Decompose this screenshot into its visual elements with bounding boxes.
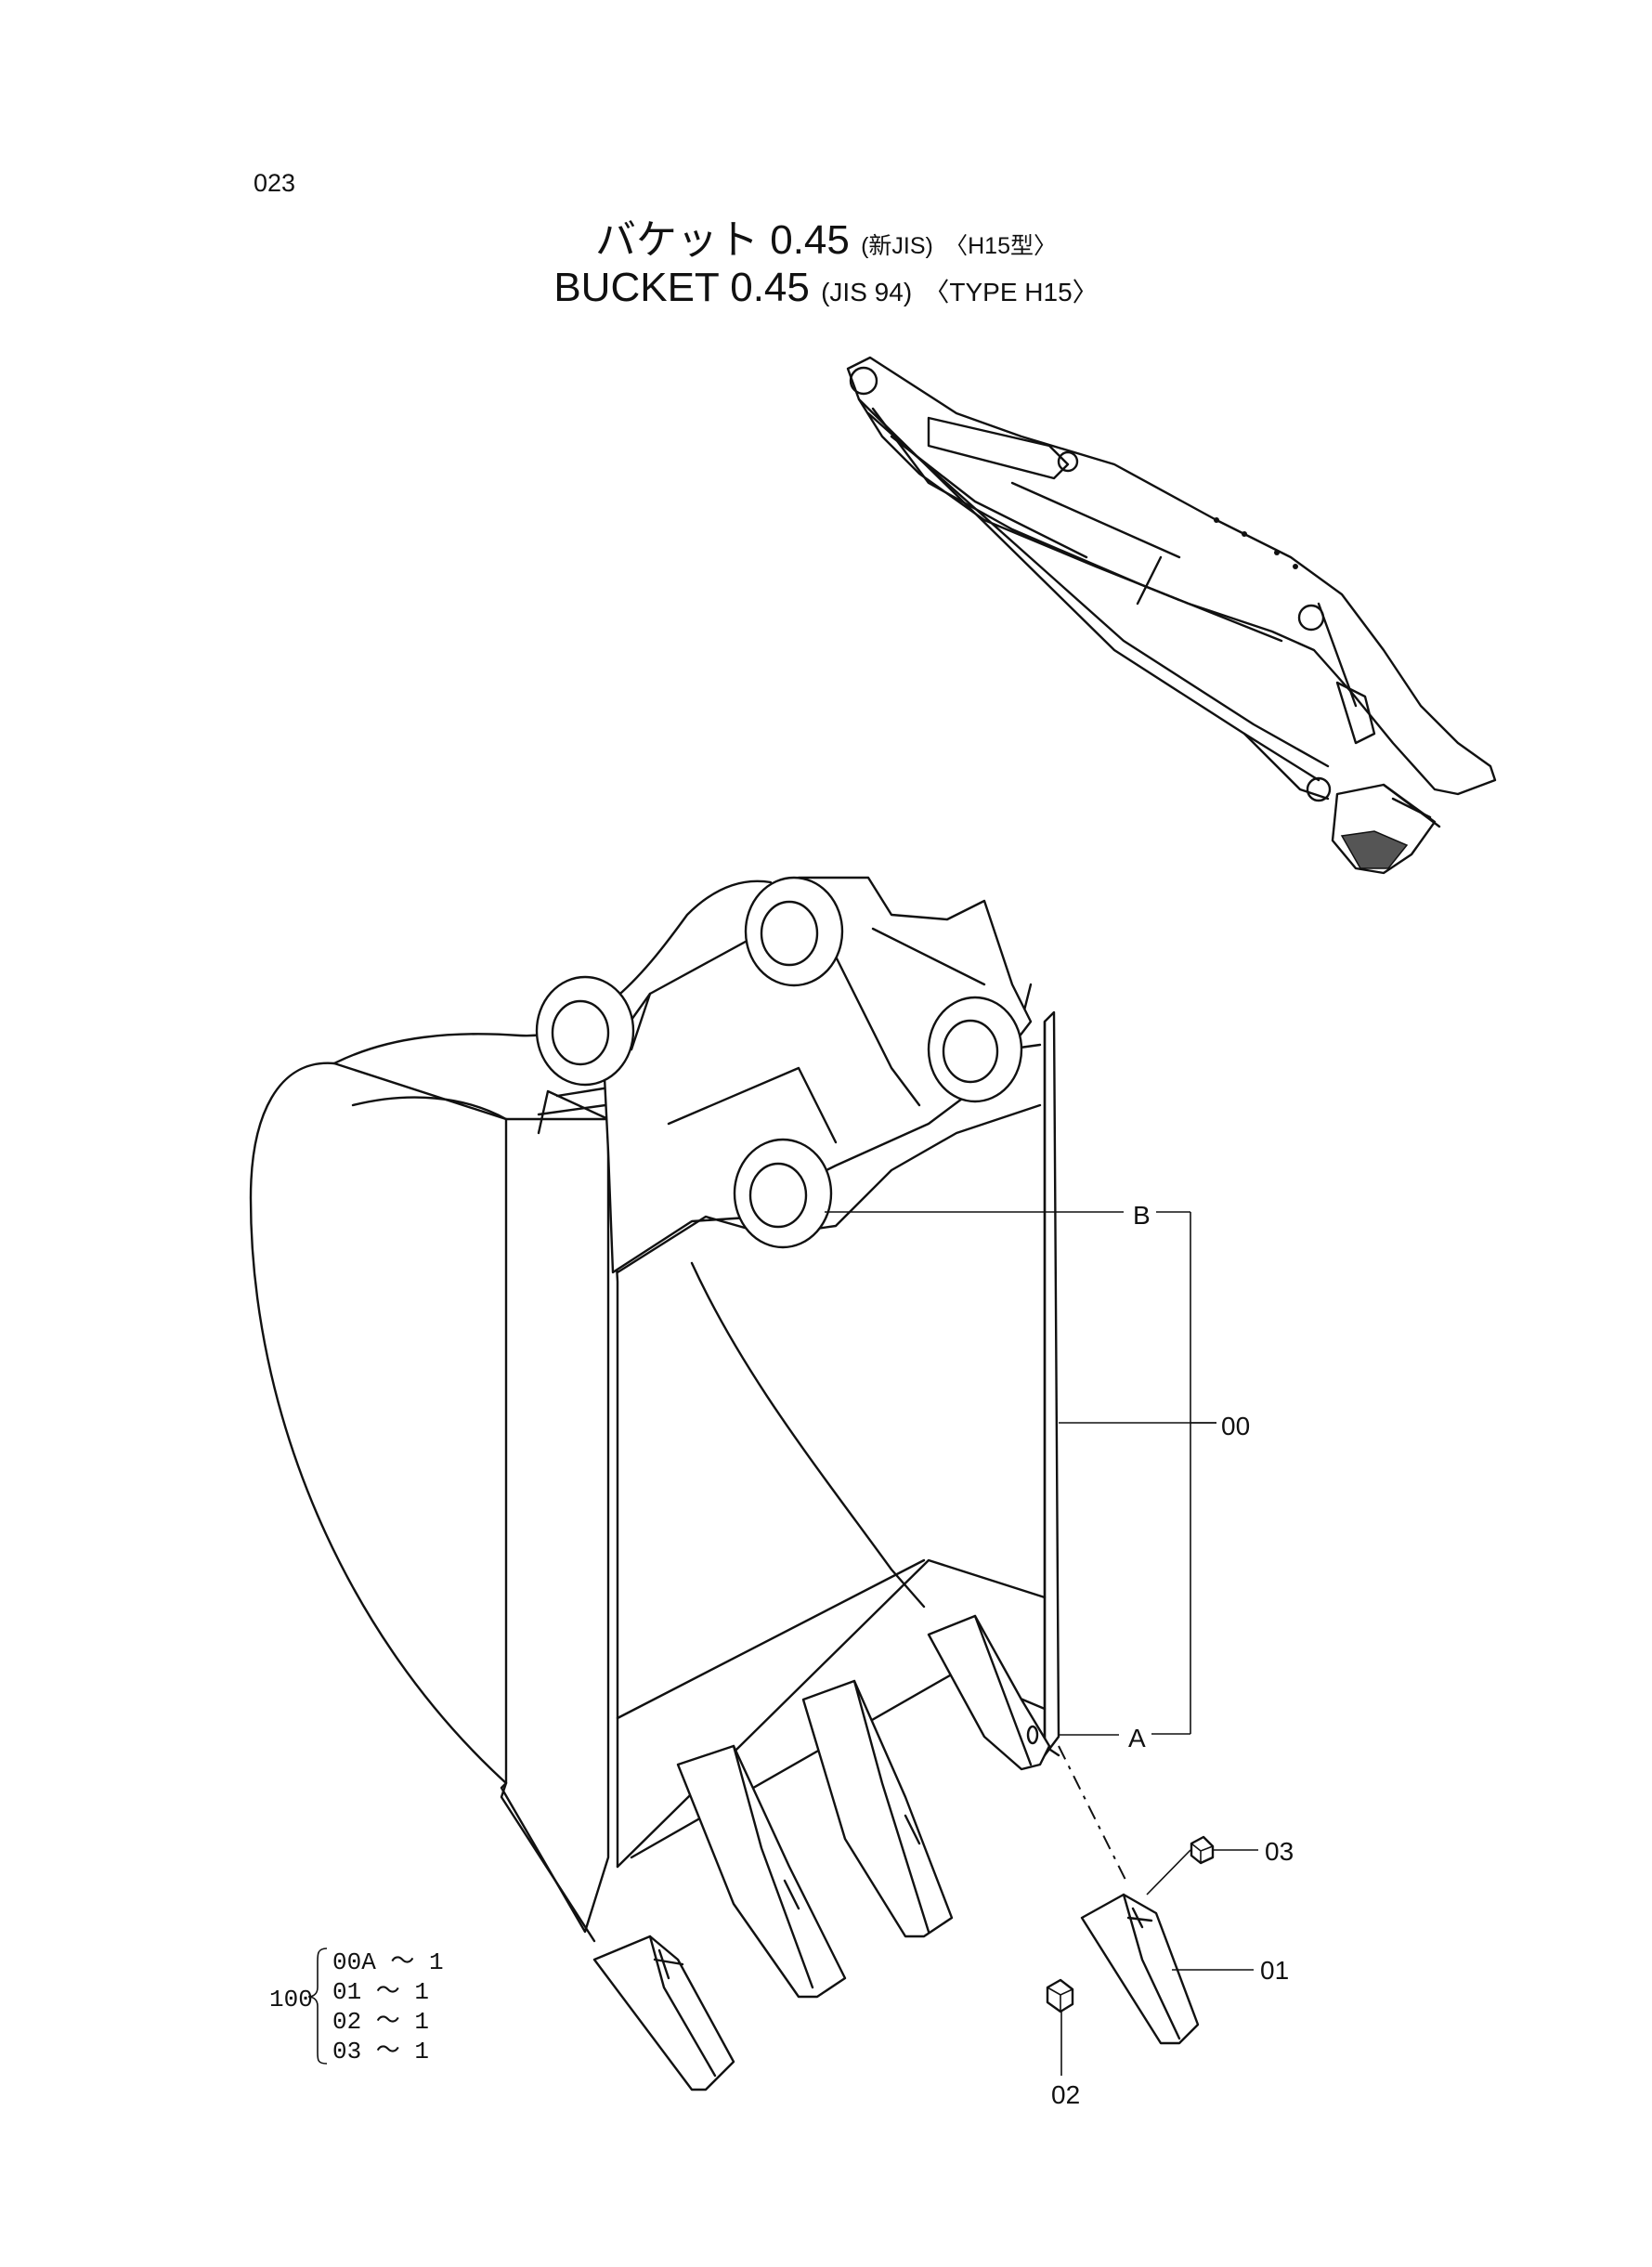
page-number: 023: [254, 169, 296, 197]
callout-02: 02: [1051, 2080, 1081, 2109]
lock-part: [1046, 1978, 1074, 2013]
callout-01: 01: [1260, 1956, 1290, 1985]
title-japanese-standard: (新JIS): [861, 233, 933, 259]
callout-a: A: [1128, 1724, 1146, 1752]
callout-03: 03: [1265, 1837, 1294, 1866]
bucket-tooth: [592, 1935, 735, 2091]
bucket-tooth: [927, 1614, 1051, 1771]
quantity-group: 100: [269, 1986, 313, 2013]
pin-boss: [744, 876, 844, 987]
boom-arm-key-diagram: [846, 356, 1497, 875]
quantity-row: 00A ～ 1: [332, 1948, 444, 1976]
title-japanese-main: バケット 0.45: [595, 217, 850, 263]
pin-boss: [535, 975, 635, 1087]
leader-lines: [825, 1211, 1258, 2076]
callout-b: B: [1133, 1201, 1151, 1230]
title-english: BUCKET 0.45 (JIS 94) 〈TYPE H15〉: [0, 265, 1652, 311]
pin-boss: [927, 996, 1023, 1103]
bucket-drawing: [249, 876, 1060, 2091]
quantity-brace: [307, 1948, 328, 2065]
replacement-tooth: [1058, 1745, 1200, 2045]
title-english-main: BUCKET 0.45: [553, 265, 810, 310]
bucket-tooth: [801, 1679, 954, 1938]
title-japanese: バケット 0.45 (新JIS) 〈H15型〉: [0, 206, 1652, 266]
bucket-tooth: [676, 1744, 847, 1999]
quantity-row: 03 ～ 1: [332, 2038, 430, 2065]
title-japanese-type: 〈H15型〉: [944, 233, 1057, 259]
quantity-row: 02 ～ 1: [332, 2008, 430, 2036]
tooth-pin-part: [1190, 1835, 1215, 1865]
title-english-type: 〈TYPE H15〉: [923, 278, 1099, 306]
callout-00: 00: [1221, 1412, 1251, 1440]
title-english-standard: (JIS 94): [821, 278, 913, 306]
pin-boss: [733, 1138, 833, 1249]
quantity-row: 01 ～ 1: [332, 1978, 430, 2006]
